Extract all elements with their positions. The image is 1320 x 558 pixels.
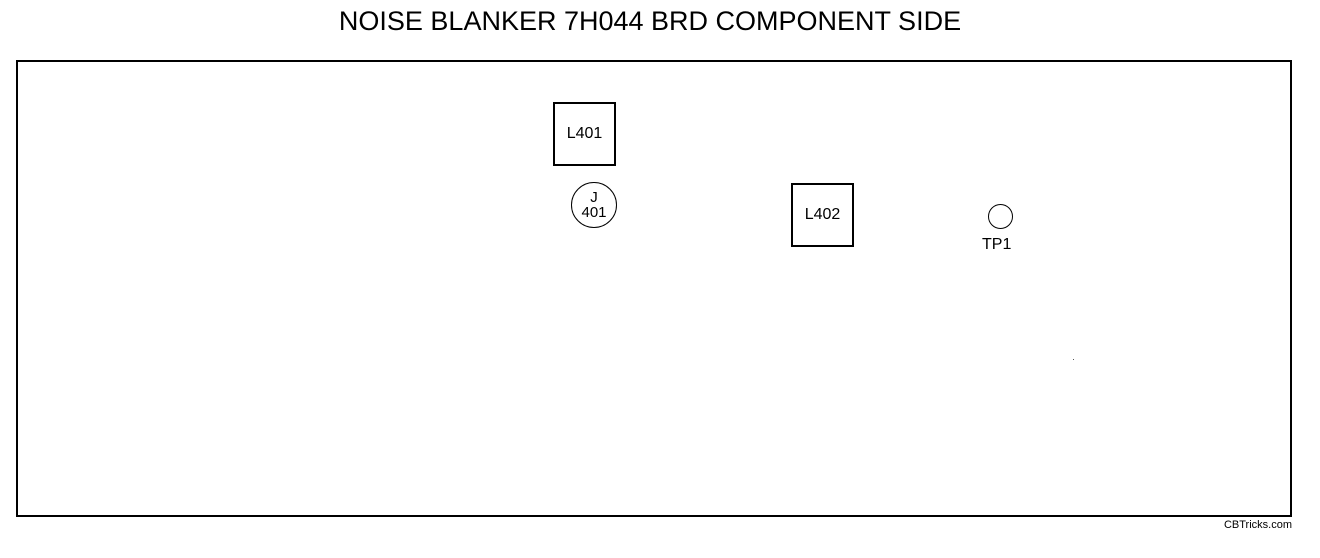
- coil-l401-label: L401: [566, 125, 603, 142]
- coil-l402-label: L402: [804, 206, 841, 223]
- jack-j401: J 401: [571, 182, 617, 228]
- coil-l401: L401: [553, 102, 616, 166]
- jack-j401-label-top: J: [590, 189, 598, 206]
- stray-dot: [1073, 359, 1074, 360]
- watermark-text: CBTricks.com: [1223, 519, 1292, 531]
- jack-j401-label-bottom: 401: [581, 204, 607, 221]
- test-point-tp1: [988, 204, 1013, 229]
- coil-l402: L402: [791, 183, 854, 247]
- circuit-board-outline: L401 J 401 L402 TP1: [16, 60, 1292, 517]
- diagram-title: NOISE BLANKER 7H044 BRD COMPONENT SIDE: [338, 6, 962, 36]
- test-point-tp1-label: TP1: [982, 236, 1012, 253]
